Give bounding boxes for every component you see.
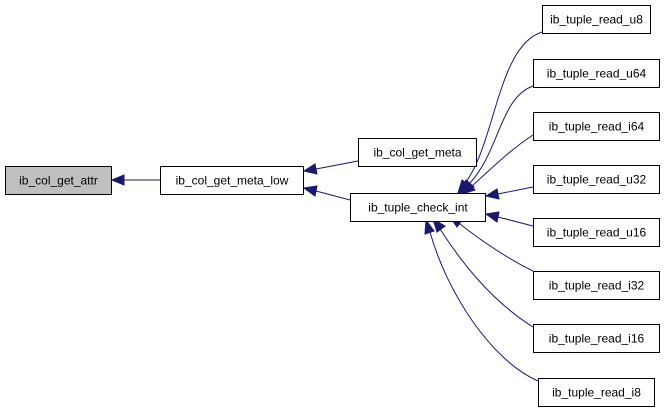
node-label: ib_tuple_read_i64 (549, 120, 645, 134)
node-box (538, 378, 655, 407)
node-ib-tuple-read-u16[interactable]: ib_tuple_read_u16 (533, 218, 660, 247)
node-box (160, 166, 304, 195)
node-ib-tuple-read-i64[interactable]: ib_tuple_read_i64 (533, 112, 660, 141)
edge-read-i8-to-check-int (424, 218, 539, 382)
node-label: ib_tuple_read_i16 (549, 332, 645, 346)
node-box-focus (5, 166, 112, 195)
node-box (533, 165, 660, 194)
node-label: ib_tuple_read_u8 (550, 13, 643, 27)
node-box (358, 138, 477, 167)
node-label: ib_col_get_meta_low (176, 174, 289, 188)
node-label: ib_col_get_meta (373, 146, 461, 160)
node-label: ib_tuple_read_i32 (549, 279, 645, 293)
edge-meta-low-to-get-attr (110, 174, 160, 186)
node-ib-tuple-read-i8[interactable]: ib_tuple_read_i8 (538, 378, 655, 407)
node-box (542, 5, 651, 34)
node-label: ib_tuple_check_int (368, 201, 468, 215)
node-ib-tuple-read-u8[interactable]: ib_tuple_read_u8 (542, 5, 651, 34)
edge-check-int-to-meta-low (302, 185, 351, 201)
edge-read-u8-to-check-int (457, 31, 543, 195)
edge-read-i32-to-check-int (448, 216, 534, 272)
edge-read-u16-to-check-int (484, 211, 534, 227)
node-box (533, 324, 660, 353)
node-box (533, 218, 660, 247)
node-label: ib_tuple_read_u64 (547, 67, 647, 81)
node-box (533, 271, 660, 300)
nodes: ib_col_get_attr ib_col_get_meta_low ib_c… (5, 5, 660, 407)
node-ib-col-get-meta-low[interactable]: ib_col_get_meta_low (160, 166, 304, 195)
node-label: ib_col_get_attr (19, 174, 98, 188)
node-label: ib_tuple_read_i8 (552, 386, 641, 400)
edge-read-u32-to-check-int (484, 186, 534, 200)
node-ib-tuple-read-i32[interactable]: ib_tuple_read_i32 (533, 271, 660, 300)
node-label: ib_tuple_read_u16 (547, 226, 647, 240)
node-ib-tuple-read-u64[interactable]: ib_tuple_read_u64 (533, 59, 660, 88)
node-label: ib_tuple_read_u32 (547, 173, 647, 187)
node-box (533, 59, 660, 88)
edges (110, 31, 543, 382)
node-ib-tuple-read-i16[interactable]: ib_tuple_read_i16 (533, 324, 660, 353)
node-ib-tuple-read-u32[interactable]: ib_tuple_read_u32 (533, 165, 660, 194)
edge-read-i16-to-check-int (432, 217, 534, 328)
node-box (350, 193, 486, 222)
node-ib-col-get-attr[interactable]: ib_col_get_attr (5, 166, 112, 195)
edge-get-meta-to-meta-low (302, 160, 359, 175)
edge-read-i64-to-check-int (461, 134, 534, 195)
node-ib-tuple-check-int[interactable]: ib_tuple_check_int (350, 193, 486, 222)
node-box (533, 112, 660, 141)
node-ib-col-get-meta[interactable]: ib_col_get_meta (358, 138, 477, 167)
